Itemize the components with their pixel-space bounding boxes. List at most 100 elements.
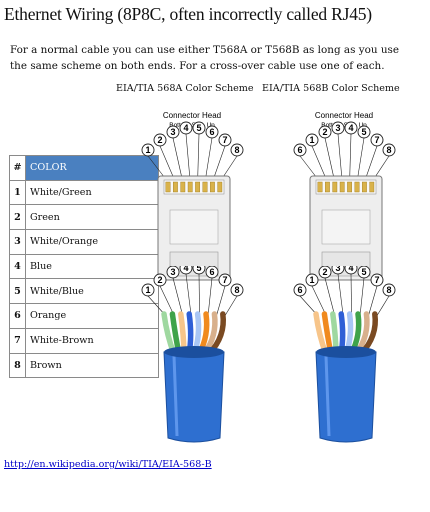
pin-label-1: 6 (293, 143, 307, 157)
pin-leader-line (356, 137, 365, 183)
contact-slots (315, 179, 377, 195)
bottom-side-up-label: Bottom Side Up (169, 122, 215, 129)
connector-head-label: Connector Head (163, 111, 221, 120)
pin-contacts (165, 181, 223, 193)
pin-leader-line (185, 273, 192, 317)
pin-contact (180, 181, 186, 193)
pin-leader-line (349, 133, 352, 183)
pin-leader-line (216, 285, 226, 317)
pin-leader-lines (147, 273, 238, 317)
pin-label-5: 5 (192, 266, 206, 275)
pin-label-7: 7 (218, 133, 232, 147)
row-num: 1 (9, 179, 26, 206)
pin-number: 7 (374, 135, 379, 145)
cable-jacket (315, 351, 377, 443)
pin-number: 6 (297, 145, 302, 155)
pin-number: 7 (222, 275, 227, 285)
pin-number: 6 (209, 267, 214, 277)
wikipedia-link[interactable]: http://en.wikipedia.org/wiki/TIA/EIA-568… (4, 459, 212, 470)
pin-leader-line (324, 277, 336, 317)
pin-number: 8 (234, 285, 239, 295)
row-num: 2 (9, 204, 26, 231)
pin-number: 1 (145, 285, 150, 295)
pin-number: 5 (196, 266, 201, 273)
pin-label-4: 4 (179, 266, 193, 275)
row-color: White/Green (25, 179, 159, 206)
pin-leader-line (198, 273, 200, 317)
intro-line-1: For a normal cable you can use either T5… (10, 44, 400, 56)
pin-label-1: 1 (141, 283, 155, 297)
pin-label-2: 1 (305, 273, 319, 287)
pin-label-7: 7 (218, 273, 232, 287)
row-num: 4 (9, 253, 26, 280)
header-color: COLOR (25, 155, 159, 181)
pin-leader-line (337, 273, 344, 317)
connector-head-label: Connector Head (315, 111, 373, 120)
pin-leader-line (337, 133, 343, 183)
pin-number: 3 (335, 266, 340, 273)
cable-highlight (172, 355, 179, 437)
pin-number: 2 (322, 127, 327, 137)
pin-label-3: 2 (318, 125, 332, 139)
pin-leader-line (311, 285, 327, 317)
pin-label-6: 6 (205, 266, 219, 279)
pin-number: 3 (170, 267, 175, 277)
pin-contact (165, 181, 171, 193)
pin-number: 5 (361, 127, 366, 137)
pin-number: 5 (196, 123, 201, 133)
pin-contact (195, 181, 201, 193)
row-num: 3 (9, 229, 26, 255)
row-color: White/Orange (25, 229, 159, 255)
pin-contact (202, 181, 208, 193)
pin-leader-line (376, 295, 390, 317)
pin-label-3: 3 (166, 125, 180, 139)
pin-leader-line (197, 133, 200, 183)
pin-label-1: 6 (293, 283, 307, 297)
pin-number: 7 (374, 275, 379, 285)
cable-jacket (163, 351, 225, 443)
pin-contact (369, 181, 375, 193)
pin-label-5: 5 (192, 121, 206, 135)
pin-number: 3 (170, 127, 175, 137)
pin-number: 1 (145, 145, 150, 155)
connector-latch-window (169, 209, 219, 245)
pin-label-4: 4 (179, 121, 193, 135)
row-num: 6 (9, 303, 26, 329)
pin-number: 4 (348, 123, 353, 133)
pin-contact (361, 181, 367, 193)
pin-leader-line (324, 137, 336, 183)
pin-label-1: 1 (141, 143, 155, 157)
pin-contact (217, 181, 223, 193)
color-table-header: # COLOR (9, 155, 159, 181)
header-num: # (9, 155, 26, 181)
pin-contact (187, 181, 193, 193)
pin-leader-line (185, 133, 191, 183)
pin-number: 1 (309, 275, 314, 285)
pin-contacts (317, 181, 375, 193)
pin-label-6: 5 (357, 266, 371, 279)
row-color: White/Blue (25, 278, 159, 305)
row-num: 5 (9, 278, 26, 305)
pin-number: 4 (183, 266, 188, 273)
pin-contact (173, 181, 178, 193)
pin-label-8: 8 (382, 143, 396, 157)
row-color: Brown (25, 352, 159, 379)
cable-jacket-top (316, 346, 376, 358)
pin-contact (209, 181, 215, 193)
row-num: 8 (9, 352, 26, 379)
scheme-b-label: EIA/TIA 568B Color Scheme (262, 83, 400, 94)
page-title: Ethernet Wiring (8P8C, often incorrectly… (4, 4, 372, 24)
pin-number: 7 (222, 135, 227, 145)
pin-label-3: 2 (318, 266, 332, 279)
pin-contact (325, 181, 330, 193)
pin-label-4: 3 (331, 266, 345, 275)
pin-contact (347, 181, 353, 193)
scheme-a-label: EIA/TIA 568A Color Scheme (116, 83, 254, 94)
